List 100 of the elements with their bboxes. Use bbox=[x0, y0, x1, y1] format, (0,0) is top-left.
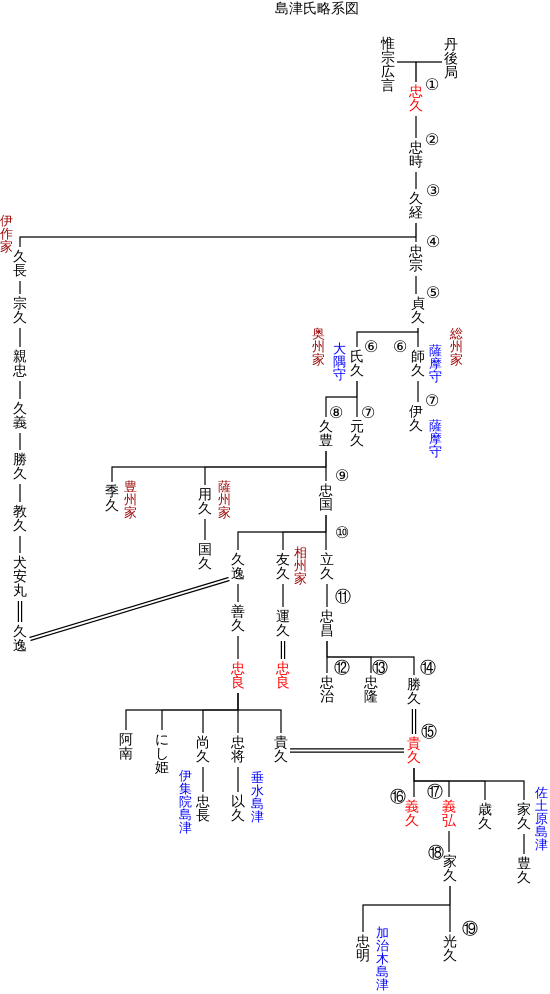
person-name: 義久 bbox=[405, 800, 419, 828]
house-name: 伊作家 bbox=[0, 215, 13, 254]
lineage-line bbox=[204, 451, 327, 485]
person-name: 忠明 bbox=[356, 935, 370, 963]
generation-number: ② bbox=[425, 132, 439, 148]
title: 島津氏略系図 bbox=[275, 1, 359, 17]
lineage-line bbox=[325, 515, 327, 550]
person-name: 忠国 bbox=[319, 484, 333, 512]
person-name: 貴久 bbox=[407, 737, 421, 765]
generation-number: ⑬ bbox=[372, 660, 388, 676]
person-name: 忠長 bbox=[196, 795, 210, 823]
person-name: 用久 bbox=[198, 488, 212, 516]
person-name: 忠久 bbox=[409, 85, 423, 113]
generation-number: ⑨ bbox=[335, 468, 349, 484]
house-name: 総州家 bbox=[450, 328, 463, 367]
person-name: 忠良 bbox=[231, 662, 245, 690]
generation-number: ⑱ bbox=[428, 845, 444, 861]
lineage-line bbox=[237, 693, 282, 733]
person-name: 宗久 bbox=[13, 297, 27, 325]
person-name: 立久 bbox=[320, 553, 334, 581]
generation-number: ⑮ bbox=[421, 724, 437, 740]
generation-number: ⑤ bbox=[426, 285, 440, 301]
person-name: 忠隆 bbox=[364, 676, 378, 704]
person-name: 久逸 bbox=[13, 625, 27, 653]
lineage-line bbox=[417, 328, 419, 347]
generation-number: ⑯ bbox=[390, 789, 406, 805]
lineage-line bbox=[19, 281, 21, 294]
house-name: 相州家 bbox=[294, 547, 307, 586]
person-name: 義弘 bbox=[442, 800, 456, 828]
lineage-line bbox=[417, 381, 419, 402]
person-name: 教久 bbox=[13, 505, 27, 533]
house-name: 豊州家 bbox=[124, 481, 137, 520]
title-label: 大隅守 bbox=[333, 343, 346, 382]
house-name: 奥州家 bbox=[312, 328, 325, 367]
lineage-line bbox=[356, 381, 358, 417]
title-label: 垂水島津 bbox=[251, 772, 264, 824]
person-name: 善久 bbox=[231, 605, 245, 633]
lineage-line bbox=[19, 433, 21, 450]
person-name: 犬安丸 bbox=[13, 556, 27, 598]
person-name: 師久 bbox=[411, 350, 425, 378]
person-name: 久経 bbox=[409, 192, 423, 220]
person-name: 丹後局 bbox=[444, 38, 458, 80]
person-name: 親忠 bbox=[13, 350, 27, 378]
person-name: 伊久 bbox=[409, 405, 423, 433]
lineage-line bbox=[202, 767, 204, 792]
person-name: 久義 bbox=[13, 402, 27, 430]
lineage-line bbox=[19, 381, 21, 399]
title-label: 佐土原島津 bbox=[535, 787, 548, 852]
person-name: 運久 bbox=[276, 610, 290, 638]
person-name: 勝久 bbox=[13, 453, 27, 481]
lineage-line bbox=[19, 223, 417, 247]
lineage-line bbox=[19, 484, 21, 502]
generation-number: ④ bbox=[426, 234, 440, 250]
person-name: 家久 bbox=[443, 855, 457, 883]
person-name: 貴久 bbox=[274, 736, 288, 764]
lineage-line bbox=[19, 536, 21, 553]
double-line bbox=[280, 640, 286, 660]
title-label: 伊集院島津 bbox=[179, 770, 192, 835]
generation-number: ⑦ bbox=[361, 405, 375, 421]
lineage-line bbox=[237, 767, 239, 792]
generation-number: ⑭ bbox=[420, 660, 436, 676]
person-name: 久豊 bbox=[319, 420, 333, 448]
generation-number: ⑲ bbox=[462, 921, 478, 937]
person-name: にし姫 bbox=[155, 733, 169, 775]
person-name: 忠治 bbox=[320, 676, 334, 704]
person-name: 忠時 bbox=[409, 141, 423, 169]
person-name: 久長 bbox=[13, 250, 27, 278]
person-name: 歳久 bbox=[478, 803, 492, 831]
double-line bbox=[28, 576, 230, 642]
person-name: 以久 bbox=[231, 795, 245, 823]
generation-number: ⑥ bbox=[364, 339, 378, 355]
generation-number: ⑥ bbox=[393, 339, 407, 355]
generation-number: ③ bbox=[426, 183, 440, 199]
generation-number: ① bbox=[425, 77, 439, 93]
title-label: 薩摩守 bbox=[429, 420, 442, 459]
person-name: 国久 bbox=[198, 543, 212, 571]
person-name: 家久 bbox=[517, 803, 531, 831]
lineage-line bbox=[415, 116, 417, 138]
person-name: 元久 bbox=[350, 420, 364, 448]
person-name: 惟宗広言 bbox=[381, 37, 395, 93]
generation-number: ⑦ bbox=[425, 393, 439, 409]
lineage-line bbox=[523, 834, 525, 854]
person-name: 尚久 bbox=[196, 736, 210, 764]
house-name: 薩州家 bbox=[218, 481, 231, 520]
lineage-line bbox=[237, 584, 239, 602]
lineage-line bbox=[204, 519, 206, 540]
generation-number: ⑩ bbox=[335, 525, 349, 541]
lineage-line bbox=[415, 172, 417, 189]
person-name: 氏久 bbox=[350, 350, 364, 378]
title-label: 加治木島津 bbox=[376, 927, 389, 992]
lineage-line bbox=[415, 61, 442, 82]
person-name: 久逸 bbox=[231, 553, 245, 581]
person-name: 忠宗 bbox=[409, 245, 423, 273]
lineage-line bbox=[326, 584, 328, 607]
lineage-line bbox=[449, 886, 451, 932]
person-name: 忠将 bbox=[231, 736, 245, 764]
lineage-line bbox=[19, 328, 21, 347]
generation-number: ⑫ bbox=[334, 660, 350, 676]
double-line bbox=[18, 600, 22, 623]
lineage-line bbox=[448, 831, 450, 852]
